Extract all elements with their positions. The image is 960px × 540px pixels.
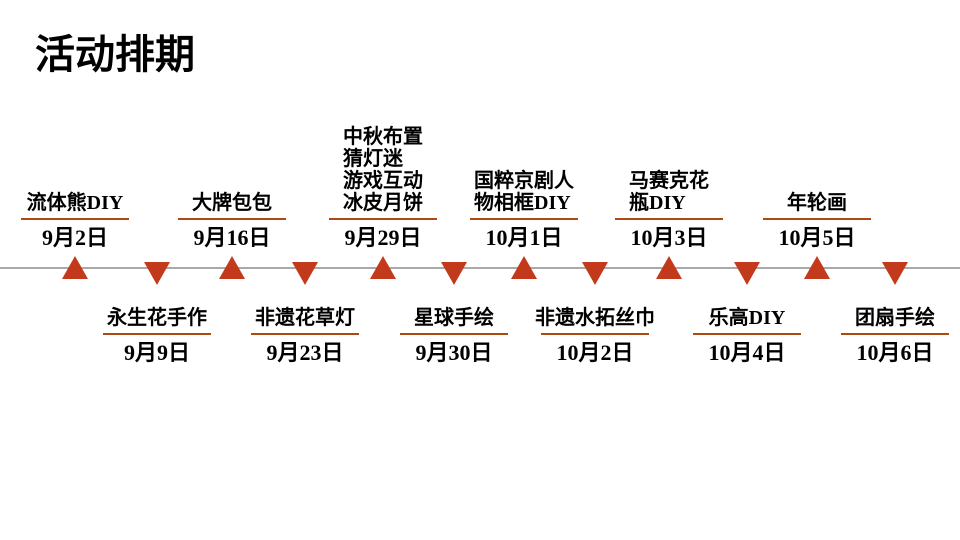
up-triangle-marker [370,256,396,279]
event-underline [103,333,211,335]
down-triangle-marker [734,262,760,285]
page-title: 活动排期 [35,32,195,77]
down-triangle-marker [292,262,318,285]
event-underline [693,333,801,335]
event-underline [21,218,129,220]
timeline-event: 非遗花草灯 9月23日 [225,307,385,365]
event-underline [470,218,578,220]
event-date: 10月6日 [856,340,934,365]
event-label: 非遗花草灯 [255,307,355,329]
timeline-axis [0,267,960,269]
up-triangle-marker [804,256,830,279]
down-triangle-marker [882,262,908,285]
up-triangle-marker [219,256,245,279]
event-date: 9月29日 [344,225,422,250]
event-date: 10月1日 [485,225,563,250]
event-date: 10月3日 [630,225,708,250]
event-underline [763,218,871,220]
timeline-event: 大牌包包 9月16日 [152,192,312,250]
timeline-event: 流体熊DIY 9月2日 [0,192,155,250]
down-triangle-marker [441,262,467,285]
event-underline [541,333,649,335]
event-date: 10月5日 [778,225,856,250]
timeline-event: 非遗水拓丝巾 10月2日 [515,307,675,365]
event-underline [615,218,723,220]
event-underline [178,218,286,220]
event-underline [841,333,949,335]
event-label: 中秋布置 猜灯迷 游戏互动 冰皮月饼 [343,126,423,214]
event-label: 大牌包包 [192,192,272,214]
event-label: 非遗水拓丝巾 [535,307,655,329]
event-label: 星球手绘 [414,307,494,329]
event-date: 9月9日 [123,340,190,365]
event-date: 10月2日 [556,340,634,365]
down-triangle-marker [582,262,608,285]
event-label: 永生花手作 [107,307,207,329]
event-label: 乐高DIY [708,307,786,329]
timeline-event: 马赛克花 瓶DIY 10月3日 [589,170,749,250]
timeline-event: 团扇手绘 10月6日 [815,307,960,365]
down-triangle-marker [144,262,170,285]
event-date: 9月23日 [266,340,344,365]
up-triangle-marker [656,256,682,279]
timeline-event: 乐高DIY 10月4日 [667,307,827,365]
event-label: 流体熊DIY [26,192,124,214]
event-underline [251,333,359,335]
up-triangle-marker [62,256,88,279]
event-label: 国粹京剧人 物相框DIY [474,170,574,214]
up-triangle-marker [511,256,537,279]
timeline-event: 星球手绘 9月30日 [374,307,534,365]
event-date: 9月30日 [415,340,493,365]
timeline-event: 年轮画 10月5日 [737,192,897,250]
event-label: 马赛克花 瓶DIY [629,170,709,214]
timeline-event: 国粹京剧人 物相框DIY 10月1日 [444,170,604,250]
timeline-event: 中秋布置 猜灯迷 游戏互动 冰皮月饼 9月29日 [303,126,463,250]
event-underline [400,333,508,335]
event-label: 年轮画 [787,192,847,214]
event-date: 9月2日 [41,225,108,250]
event-label: 团扇手绘 [855,307,935,329]
event-date: 9月16日 [193,225,271,250]
timeline-event: 永生花手作 9月9日 [77,307,237,365]
event-date: 10月4日 [708,340,786,365]
event-underline [329,218,437,220]
